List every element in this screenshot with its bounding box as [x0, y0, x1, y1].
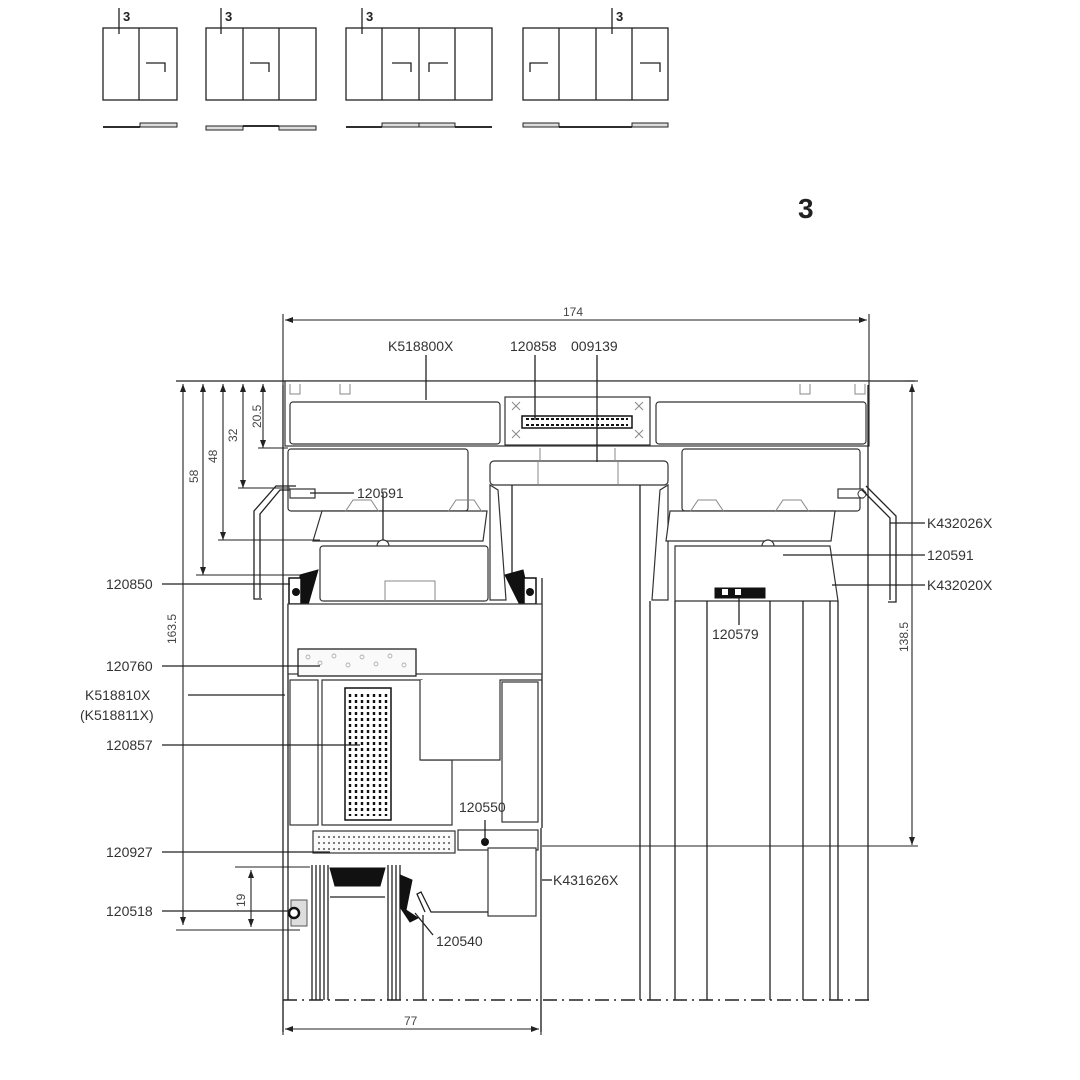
svg-text:58: 58 — [187, 469, 201, 483]
label-thermal-break: 120857 — [106, 737, 153, 753]
label-brush: 120579 — [712, 626, 759, 642]
glass-pane — [311, 865, 424, 1000]
svg-text:174: 174 — [563, 305, 583, 319]
label-sash-alt: (K518811X) — [80, 707, 154, 723]
label-interlock-screw: 009139 — [571, 338, 618, 354]
dimension-138-5: 138.5 — [542, 380, 918, 847]
dimension-stack-left: 58 48 32 20.5 163.5 19 — [165, 380, 320, 931]
dimension-174: 174 — [282, 305, 870, 385]
label-outer-cover: K432026X — [927, 515, 993, 531]
label-insulation-top: 120760 — [106, 658, 153, 674]
svg-text:48: 48 — [206, 449, 220, 463]
label-roller-right: 120591 — [927, 547, 974, 563]
center-interlock — [489, 448, 669, 1000]
layout-thumbnail-3: 3 — [345, 8, 493, 128]
svg-text:138.5: 138.5 — [897, 622, 911, 652]
top-frame-profile — [176, 380, 915, 447]
label-sash: K518810X — [85, 687, 151, 703]
label-bead: K431626X — [553, 872, 619, 888]
layout-thumbnail-4: 3 — [522, 8, 669, 128]
right-panel-lines — [649, 385, 869, 1000]
svg-text:19: 19 — [234, 893, 248, 907]
section-title: 3 — [798, 193, 814, 224]
svg-text:77: 77 — [404, 1014, 418, 1028]
svg-text:20.5: 20.5 — [250, 404, 264, 428]
thermal-break-pattern — [348, 694, 388, 816]
label-glazing-gasket: 120540 — [436, 933, 483, 949]
section-marker: 3 — [366, 9, 373, 24]
leader-lines — [162, 355, 925, 936]
label-glazing-bead-seal: 120518 — [106, 903, 153, 919]
interlock-insert-pattern — [526, 418, 628, 426]
left-sash-upper — [253, 448, 489, 608]
svg-text:163.5: 163.5 — [165, 614, 179, 644]
svg-text:32: 32 — [226, 428, 240, 442]
label-pin: 120550 — [459, 799, 506, 815]
label-track: K432020X — [927, 577, 993, 593]
left-sash-body — [282, 385, 870, 1032]
label-interlock-insert: 120858 — [510, 338, 557, 354]
right-sash-upper — [649, 385, 897, 1000]
label-gasket-left: 120850 — [106, 576, 153, 592]
section-marker: 3 — [123, 9, 130, 24]
layout-thumbnail-2: 3 — [205, 8, 317, 131]
label-top-frame: K518800X — [388, 338, 454, 354]
label-insulation-bottom: 120927 — [106, 844, 153, 860]
section-marker: 3 — [616, 9, 623, 24]
insulation-dots — [305, 653, 407, 668]
section-marker: 3 — [225, 9, 232, 24]
label-roller-left: 120591 — [357, 485, 404, 501]
layout-thumbnail-1: 3 — [102, 8, 178, 128]
dimension-77: 77 — [282, 1000, 542, 1035]
